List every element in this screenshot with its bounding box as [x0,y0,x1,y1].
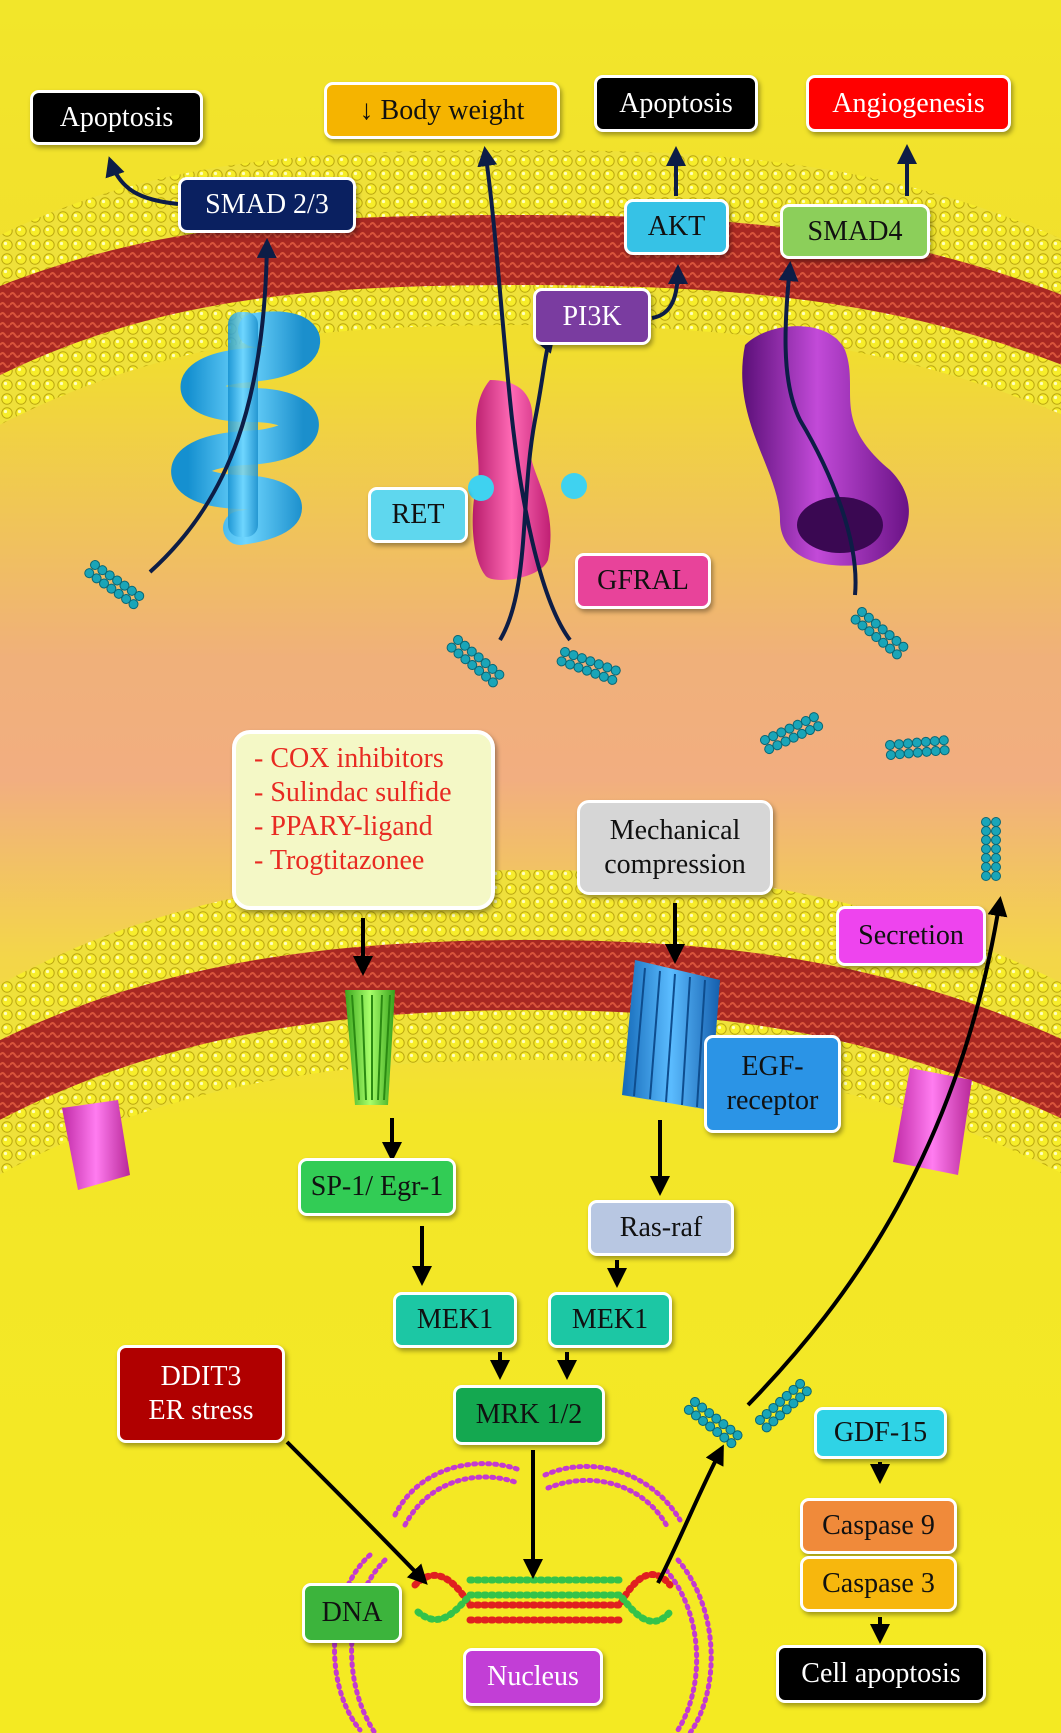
caspase9-label: Caspase 9 [822,1510,935,1542]
mechanical-compression-box: Mechanical compression [577,800,773,895]
angiogenesis-label: Angiogenesis [832,87,985,119]
egf-label-line1: EGF- [741,1051,804,1083]
mechanical-label-line1: Mechanical [609,814,741,846]
arrow-ligand-to-secreted [746,896,1008,1407]
arrow-ligand-to-pi3k [498,331,556,642]
magenta-channel-right-icon [893,1068,972,1175]
cell-apoptosis-label: Cell apoptosis [801,1658,961,1690]
mek1-left-box: MEK1 [393,1292,517,1348]
smad4-label: SMAD4 [807,215,903,247]
drugs-box: - COX inhibitors - Sulindac sulfide - PP… [232,730,495,910]
secretion-box: Secretion [836,906,986,966]
nucleus-label: Nucleus [487,1661,579,1693]
secretion-label: Secretion [858,920,964,952]
gfral-box: GFRAL [575,553,711,609]
arrow-dna-to-secretion [656,1444,724,1584]
drug-item: - Trogtitazonee [254,845,425,876]
ret-box: RET [368,487,468,543]
purple-channel-icon [742,326,909,566]
mrk-box: MRK 1/2 [453,1385,605,1445]
sp1-egr1-box: SP-1/ Egr-1 [298,1158,456,1216]
ddit3-label-line2: ER stress [148,1395,254,1426]
caspase3-label: Caspase 3 [822,1568,935,1600]
caspase9-box: Caspase 9 [800,1498,957,1554]
mechanical-label-line2: compression [604,848,746,880]
dna-icon [411,1571,674,1625]
nucleus-box: Nucleus [463,1648,603,1706]
drug-item: - Sulindac sulfide [254,777,452,808]
arrow-ligand-to-smad23 [148,238,277,574]
mek1-right-box: MEK1 [548,1292,672,1348]
dna-box: DNA [302,1583,402,1643]
dna-label: DNA [321,1597,383,1629]
akt-label: AKT [647,211,706,243]
arrow-ligand-to-bodyweight [477,146,572,642]
angiogenesis-box: Angiogenesis [806,75,1011,132]
apoptosis-left-box: Apoptosis [30,90,203,145]
green-channel-icon [345,990,395,1105]
pi3k-box: PI3K [533,288,651,345]
apoptosis-right-box: Apoptosis [594,75,758,132]
cell-apoptosis-box: Cell apoptosis [776,1645,986,1703]
mek1-right-label: MEK1 [571,1304,649,1336]
sp1-label: SP-1/ Egr-1 [310,1171,444,1203]
arrow-pi3k-to-akt [651,264,688,320]
apoptosis-right-label: Apoptosis [619,87,733,119]
ligand-icon [84,560,1001,1449]
apoptosis-left-label: Apoptosis [59,101,174,133]
arrow-ddit3-to-dna [285,1440,428,1585]
egf-label-line2: receptor [726,1085,819,1116]
arrow-ligand-to-smad4 [778,261,858,596]
gfral-label: GFRAL [597,565,689,597]
pi3k-label: PI3K [562,300,622,332]
smad23-label: SMAD 2/3 [205,189,329,221]
egf-receptor-box: EGF- receptor [704,1035,841,1133]
drug-item: - PPARY-ligand [254,811,433,842]
akt-box: AKT [624,199,729,255]
rasraf-label: Ras-raf [619,1212,703,1244]
arrow-smad23-to-apoptosis [105,156,179,206]
smad23-box: SMAD 2/3 [178,177,356,233]
mek1-left-label: MEK1 [416,1304,494,1336]
ras-raf-box: Ras-raf [588,1200,734,1256]
ret-label: RET [391,499,445,531]
body-weight-label: ↓ Body weight [359,94,525,126]
magenta-channel-left-icon [62,1100,130,1190]
body-weight-box: ↓ Body weight [324,82,560,139]
drug-item: - COX inhibitors [254,743,444,774]
ddit3-box: DDIT3 ER stress [117,1345,285,1443]
blue-channel-icon [622,960,720,1110]
gdf15-label: GDF-15 [833,1417,928,1449]
gdf15-box: GDF-15 [814,1407,947,1459]
smad4-box: SMAD4 [780,204,930,259]
ddit3-label-line1: DDIT3 [160,1361,242,1393]
caspase3-box: Caspase 3 [800,1556,957,1612]
mrk-label: MRK 1/2 [475,1399,583,1431]
